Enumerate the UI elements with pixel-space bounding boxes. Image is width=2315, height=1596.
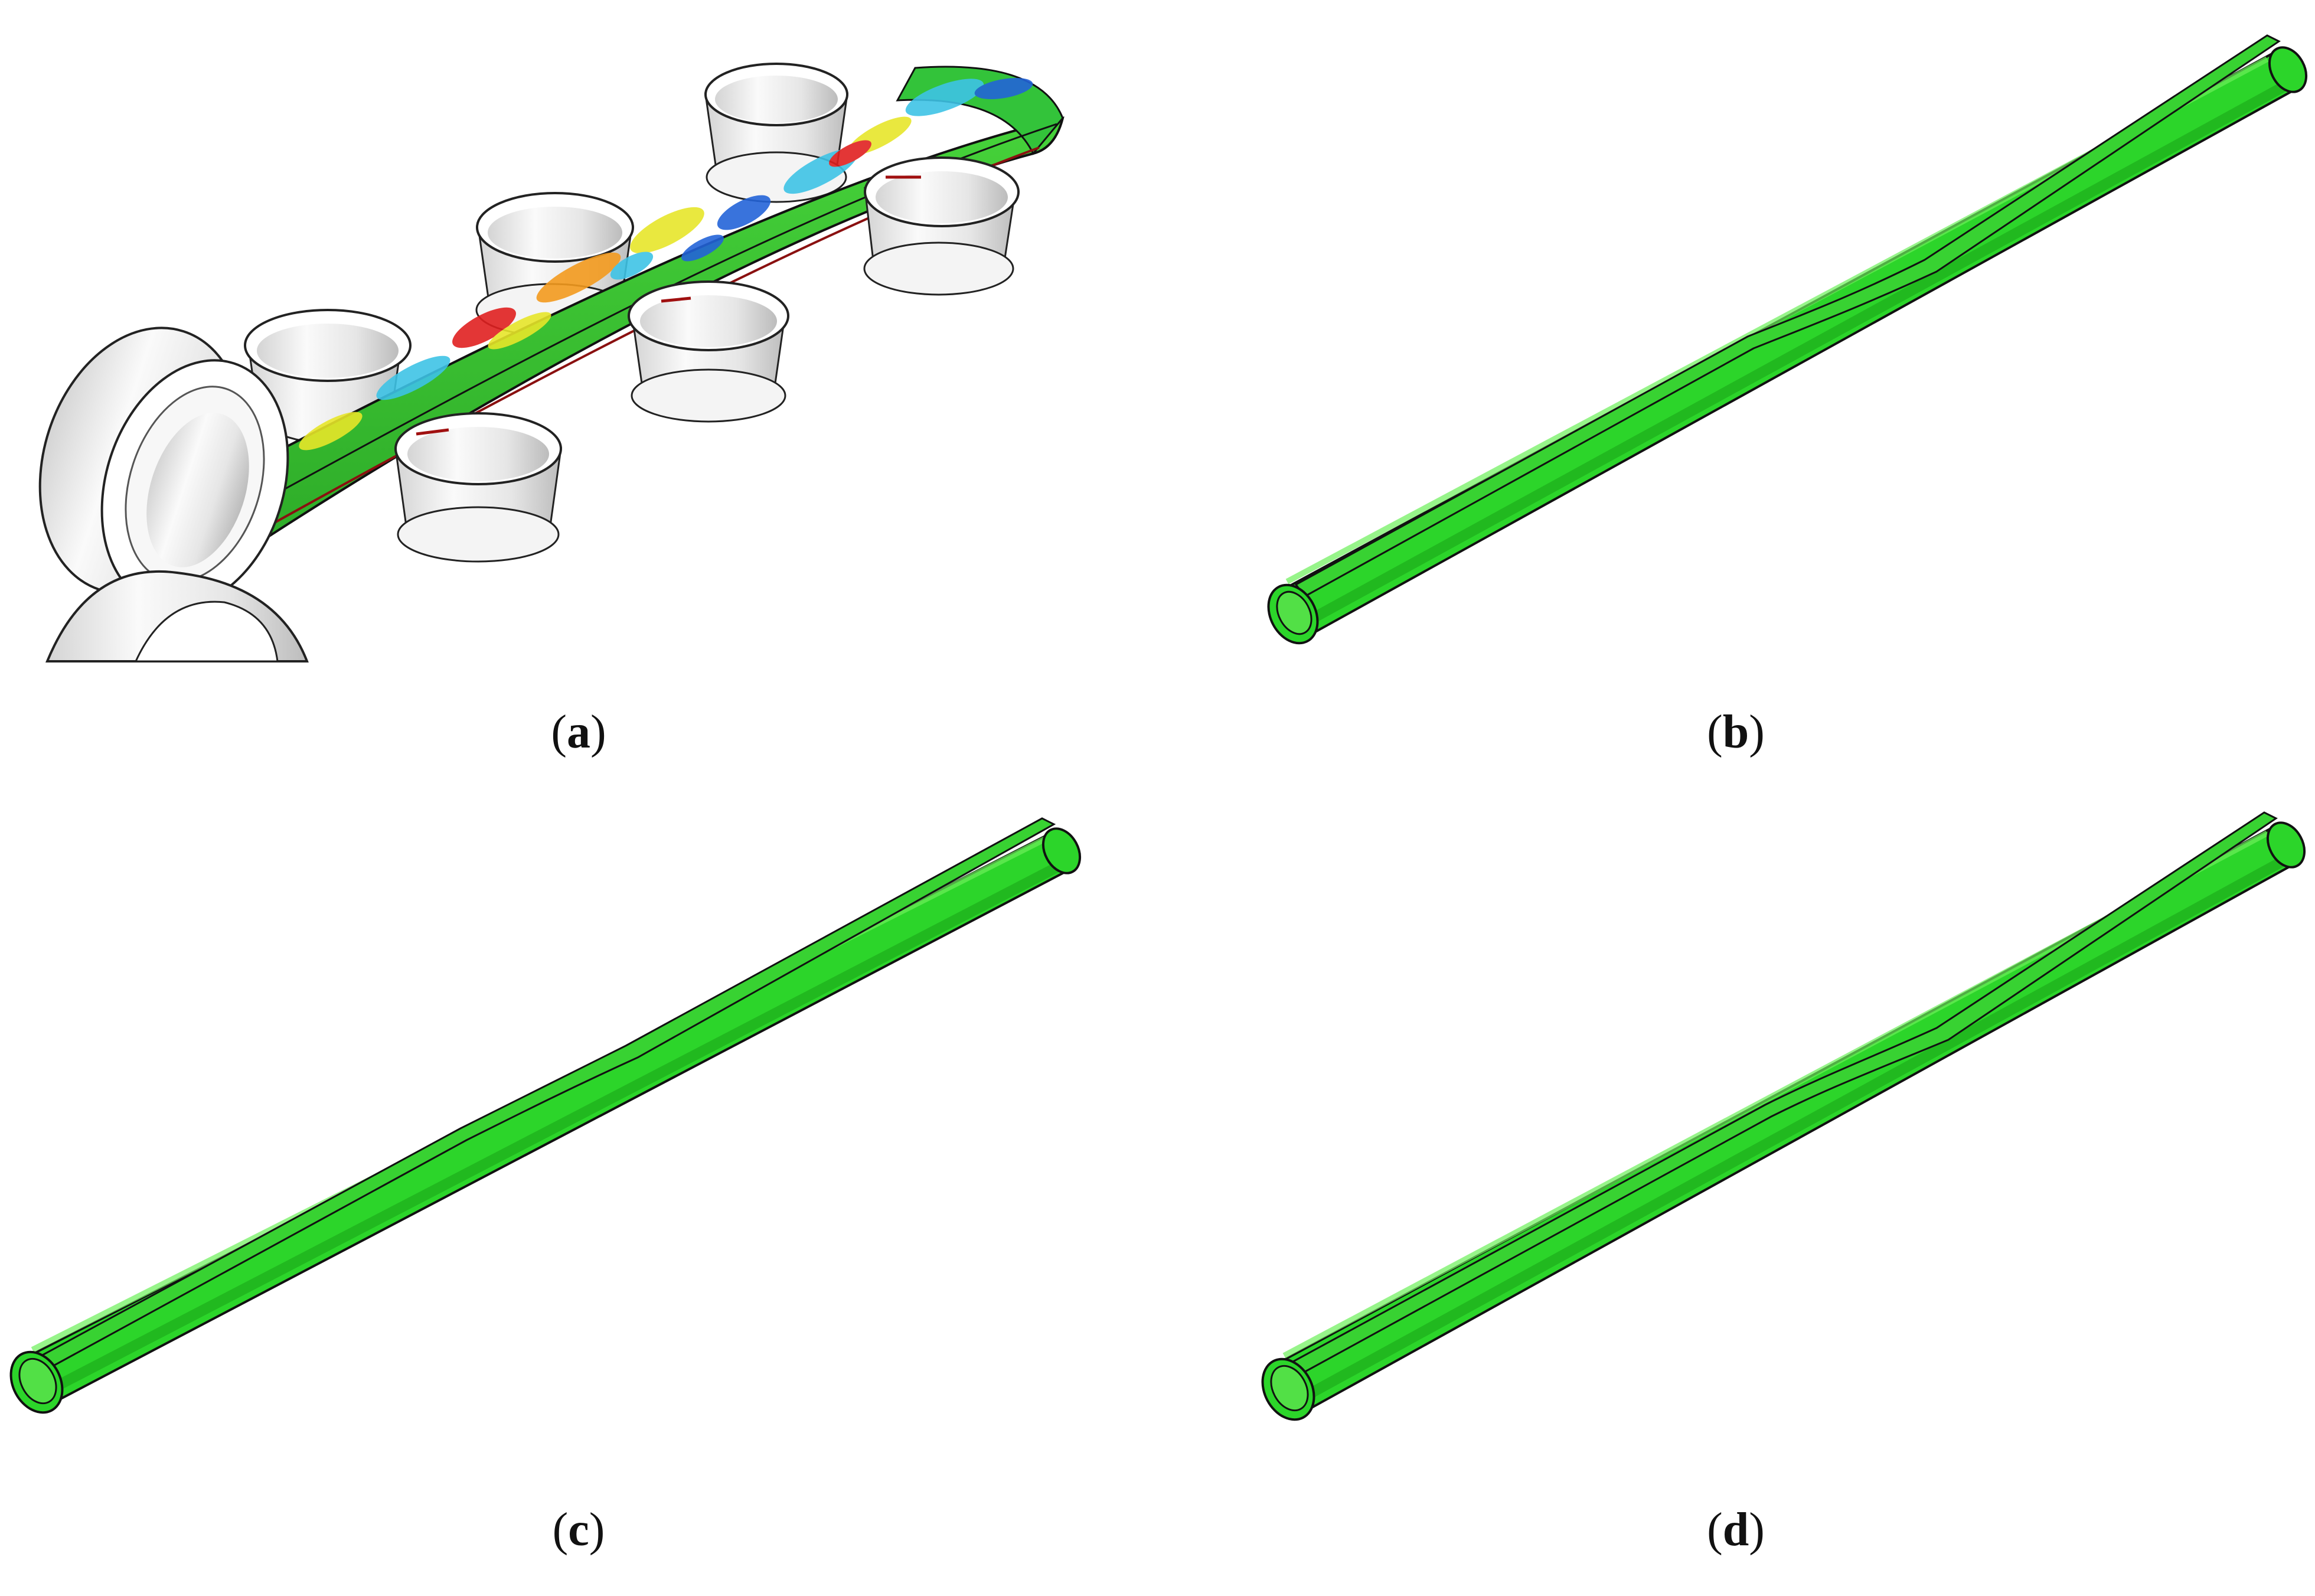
panel-caption: (b)	[1707, 706, 1765, 758]
roll-stand	[394, 412, 562, 563]
tube-view	[1267, 34, 2308, 645]
tube-view	[9, 817, 1082, 1414]
tube-view	[1261, 811, 2306, 1421]
formed-tube	[9, 817, 1082, 1414]
roll-stand	[38, 327, 289, 609]
panel-caption: (d)	[1707, 1504, 1765, 1556]
roll-stand	[244, 309, 412, 444]
panel-label: d	[1722, 1504, 1749, 1556]
panel-c: (c)	[0, 798, 1157, 1595]
roll-forming-view	[38, 63, 1065, 662]
formed-tube	[1261, 811, 2306, 1421]
panel-a: (a)	[0, 0, 1157, 798]
panel-d: (d)	[1157, 798, 2314, 1595]
panel-caption: (c)	[552, 1504, 605, 1556]
panel-label: c	[568, 1504, 589, 1556]
roll-stand	[628, 280, 789, 423]
roll-stand	[45, 570, 309, 662]
roll-stand	[863, 156, 1020, 296]
formed-tube	[1267, 34, 2308, 645]
panel-b: (b)	[1157, 0, 2314, 798]
panel-label: b	[1722, 706, 1749, 758]
panel-caption: (a)	[551, 706, 606, 758]
panel-label: a	[567, 706, 590, 758]
